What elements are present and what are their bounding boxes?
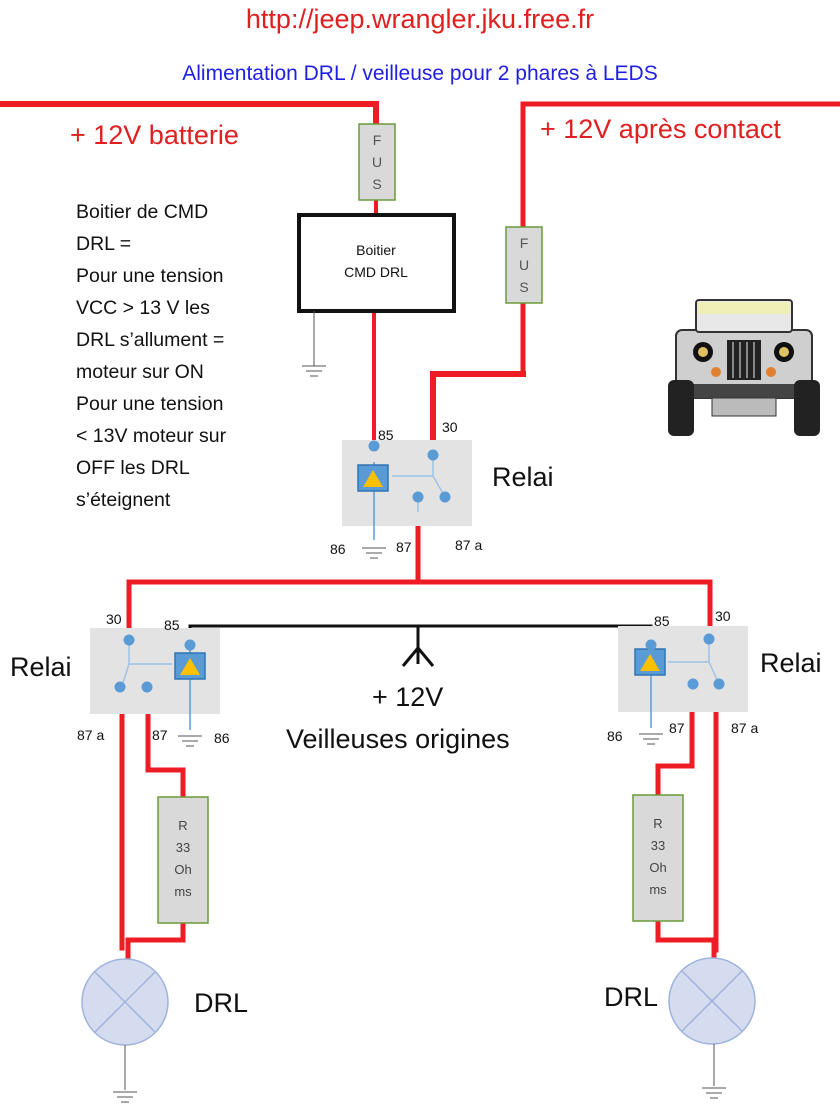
veilleuse-arrow (401, 645, 435, 667)
veilleuse-voltage: + 12V (372, 682, 444, 712)
resistor-text: 33 (176, 840, 190, 855)
power-wires (0, 101, 840, 963)
fuse-letter: F (373, 132, 382, 148)
fuse-letter: S (519, 279, 528, 295)
drl-lamp-left (81, 958, 169, 1103)
veilleuse-label: Veilleuses origines (286, 724, 510, 754)
site-url: http://jeep.wrangler.jku.free.fr (245, 4, 595, 34)
note-line: Pour une tension (76, 265, 224, 287)
relay-left (90, 628, 220, 747)
relay-center (342, 440, 472, 559)
pin-label: 86 (330, 541, 346, 557)
note-line: moteur sur ON (76, 361, 204, 383)
pin-label: 87 a (455, 537, 482, 553)
resistor-text: R (653, 816, 662, 831)
resistor-right: R 33 Oh ms (632, 794, 684, 922)
note-line: Boitier de CMD (76, 201, 209, 223)
battery-label: + 12V batterie (70, 120, 239, 150)
pin-label: 30 (106, 611, 122, 627)
pin-label: 86 (607, 728, 623, 744)
ignition-label: + 12V après contact (540, 114, 781, 144)
right-resistor-out-wire (655, 918, 717, 961)
pin-label: 87 a (77, 727, 104, 743)
note-line: VCC > 13 V les (76, 297, 210, 319)
relay-label-left: Relai (10, 652, 72, 682)
note-line: < 13V moteur sur (76, 425, 227, 447)
note-line: OFF les DRL (76, 457, 190, 479)
fuse-letter: U (519, 257, 529, 273)
relay-label-right: Relai (760, 648, 822, 678)
diagram-subtitle: Alimentation DRL / veilleuse pour 2 phar… (182, 62, 658, 85)
resistor-text: Oh (174, 862, 191, 877)
note-line: Pour une tension (76, 393, 224, 415)
resistor-text: 33 (651, 838, 665, 853)
fuse-letter: S (372, 176, 381, 192)
resistor-left: R 33 Oh ms (157, 796, 209, 924)
control-box-line2: CMD DRL (344, 264, 408, 280)
pin-label: 30 (442, 419, 458, 435)
pin-label: 87 (396, 539, 412, 555)
battery-wire (0, 101, 379, 127)
resistor-text: ms (174, 884, 192, 899)
pin-label: 87 (669, 720, 685, 736)
drl-lamp-right (668, 957, 756, 1099)
note-line: s’éteignent (76, 489, 171, 511)
resistor-text: ms (649, 882, 667, 897)
jeep-icon (668, 299, 820, 436)
relay-label-center: Relai (492, 462, 554, 492)
left-resistor-out-wire (125, 920, 186, 963)
control-box-line1: Boitier (356, 242, 396, 258)
pin-label: 85 (164, 617, 180, 633)
signal-wires (188, 624, 653, 667)
drl-label-left: DRL (194, 988, 249, 1018)
distribution-bus (126, 579, 713, 637)
drl-label-right: DRL (604, 982, 659, 1012)
veilleuse-bus (188, 624, 653, 650)
pin-label: 87 a (731, 720, 758, 736)
note-line: DRL = (76, 233, 132, 255)
fuse-ignition: F U S (505, 226, 543, 304)
relay-right (618, 626, 748, 745)
ignition-to-relay-wire (430, 371, 526, 448)
drl-control-box: Boitier CMD DRL (297, 213, 456, 377)
control-box-note: Boitier de CMD DRL = Pour une tension VC… (76, 196, 276, 516)
left-87-wire (145, 687, 186, 800)
fuse-battery: F U S (358, 123, 396, 201)
pin-label: 86 (214, 730, 230, 746)
pin-label: 30 (715, 608, 731, 624)
right-87-wire (655, 683, 695, 798)
fuse-letter: U (372, 154, 382, 170)
note-line: DRL s’allument = (76, 329, 225, 351)
fuse-letter: F (520, 235, 529, 251)
ignition-wire (520, 101, 840, 233)
resistor-text: R (178, 818, 187, 833)
resistor-text: Oh (649, 860, 666, 875)
pin-label: 87 (152, 727, 168, 743)
pin-label: 85 (378, 427, 394, 443)
pin-label: 85 (654, 613, 670, 629)
